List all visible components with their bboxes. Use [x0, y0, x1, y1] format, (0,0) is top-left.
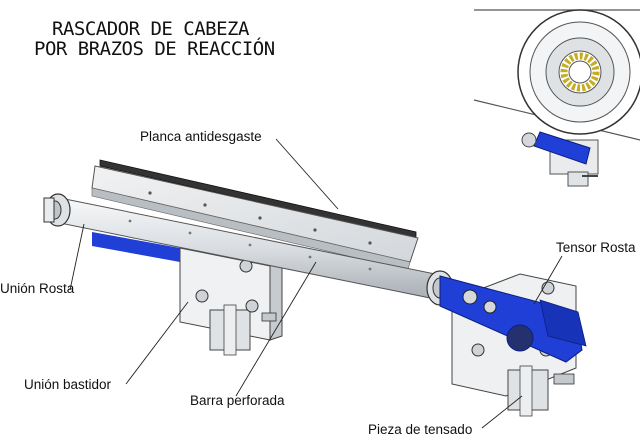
scraper-assembly: [43, 159, 587, 417]
leader-lines: [69, 138, 563, 429]
pulley-inset: [473, 9, 640, 187]
diagram-title-line-1: RASCADOR DE CABEZA: [52, 18, 249, 40]
label-barra-perforada: Barra perforada: [190, 393, 285, 408]
label-union-rosta: Unión Rosta: [0, 281, 75, 296]
diagram-title-line-2: POR BRAZOS DE REACCIÓN: [34, 38, 275, 60]
label-tensor-rosta: Tensor Rosta: [556, 240, 636, 255]
label-union-bastidor: Unión bastidor: [24, 377, 112, 392]
label-pieza-de-tensado: Pieza de tensado: [368, 422, 473, 437]
label-planca-antidesgaste: Planca antidesgaste: [140, 129, 262, 144]
